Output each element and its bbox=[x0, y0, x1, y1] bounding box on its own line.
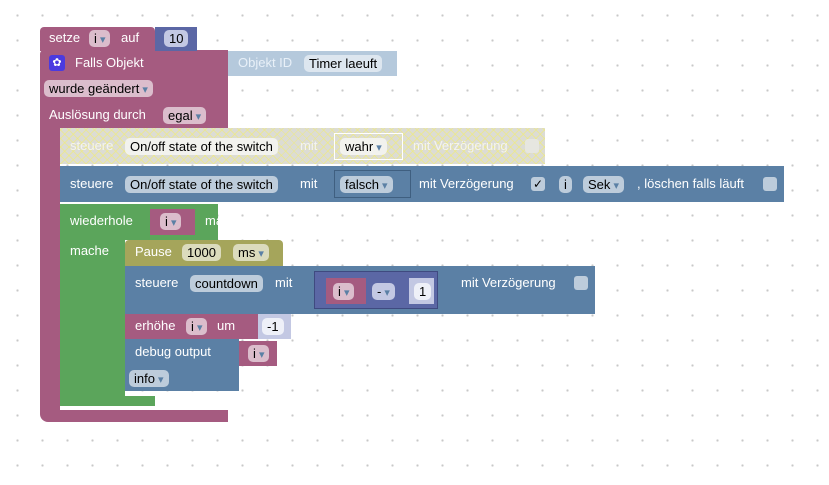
trigger-block-bottom bbox=[40, 410, 228, 422]
object-id-field[interactable]: Timer laeuft bbox=[304, 55, 383, 72]
control-label: steuere bbox=[70, 138, 114, 153]
control-with-label: mit bbox=[275, 275, 293, 290]
bool-dropdown[interactable]: wahr bbox=[340, 138, 387, 155]
repeat-label: wiederhole bbox=[70, 213, 133, 228]
repeat-times-label: mal: bbox=[205, 213, 230, 228]
delay-label: mit Verzögerung bbox=[461, 275, 556, 290]
delay-checkbox[interactable] bbox=[525, 139, 539, 153]
event-dropdown[interactable]: wurde geändert bbox=[44, 80, 153, 97]
set-label: setze bbox=[49, 30, 81, 45]
set-to-label: auf bbox=[121, 30, 140, 45]
control-target-field[interactable]: countdown bbox=[190, 275, 263, 292]
repeat-block-spine bbox=[60, 238, 125, 406]
pause-label: Pause bbox=[135, 244, 172, 259]
trigger-by-dropdown[interactable]: egal bbox=[163, 107, 207, 124]
control-target-field[interactable]: On/off state of the switch bbox=[125, 176, 278, 193]
delay-label: mit Verzögerung bbox=[413, 138, 508, 153]
delay-checkbox[interactable] bbox=[574, 276, 588, 290]
debug-level-dropdown[interactable]: info bbox=[129, 370, 169, 387]
increment-var-dropdown[interactable]: i bbox=[186, 318, 208, 335]
control-with-label: mit bbox=[300, 138, 318, 153]
repeat-var-dropdown[interactable]: i bbox=[160, 213, 182, 230]
bool-block-disabled[interactable] bbox=[334, 133, 403, 160]
set-var-dropdown[interactable]: i bbox=[89, 30, 111, 47]
delay-checkbox[interactable]: ✓ bbox=[531, 177, 545, 191]
math-var-dropdown[interactable]: i bbox=[333, 283, 355, 300]
control-label: steuere bbox=[70, 176, 114, 191]
control-label: steuere bbox=[135, 275, 179, 290]
debug-var-dropdown[interactable]: i bbox=[248, 345, 270, 362]
control-with-label: mit bbox=[300, 176, 318, 191]
math-num-field[interactable]: 1 bbox=[414, 283, 432, 300]
debug-label: debug output bbox=[135, 344, 211, 359]
trigger-label: Falls Objekt bbox=[75, 55, 144, 70]
pause-unit-dropdown[interactable]: ms bbox=[233, 244, 269, 261]
trigger-block-spine bbox=[40, 120, 60, 420]
control-target-field[interactable]: On/off state of the switch bbox=[125, 138, 278, 155]
delay-label: mit Verzögerung bbox=[419, 176, 514, 191]
clear-label: , löschen falls läuft bbox=[637, 176, 744, 191]
math-operator-dropdown[interactable]: - bbox=[372, 283, 395, 300]
trigger-settings-icon[interactable]: ✿ bbox=[49, 55, 65, 71]
delay-unit-dropdown[interactable]: Sek bbox=[583, 176, 624, 193]
object-id-label: Objekt ID bbox=[238, 55, 293, 70]
pause-value-field[interactable]: 1000 bbox=[182, 244, 221, 261]
trigger-by-label: Auslösung durch bbox=[49, 107, 146, 122]
increment-value-field[interactable]: -1 bbox=[262, 318, 284, 335]
bool-dropdown[interactable]: falsch bbox=[340, 176, 393, 193]
increment-label: erhöhe bbox=[135, 318, 176, 333]
clear-checkbox[interactable] bbox=[763, 177, 777, 191]
increment-by-label: um bbox=[217, 318, 236, 333]
repeat-do-label: mache bbox=[70, 243, 110, 258]
delay-value-field[interactable]: i bbox=[559, 176, 572, 193]
set-value-field[interactable]: 10 bbox=[164, 30, 189, 47]
repeat-block-bottom bbox=[60, 396, 155, 406]
